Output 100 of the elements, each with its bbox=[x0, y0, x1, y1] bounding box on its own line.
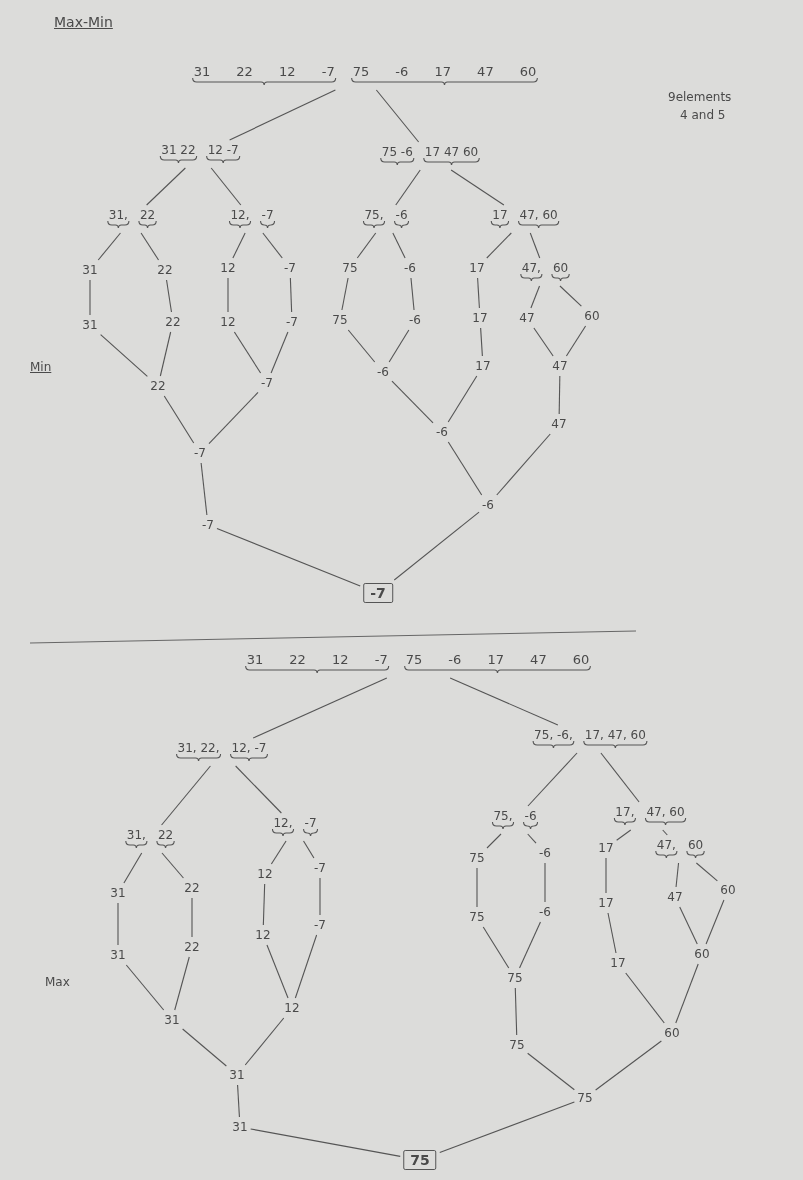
connector-line bbox=[388, 329, 410, 363]
number-label: 17 bbox=[475, 359, 491, 373]
number-label: 75 bbox=[509, 1038, 525, 1052]
connector-line bbox=[605, 857, 607, 894]
connector-line bbox=[123, 852, 143, 884]
connector-line bbox=[476, 867, 478, 908]
number-label: -6 bbox=[539, 905, 551, 919]
connector-line bbox=[482, 926, 510, 969]
number-group: 17, 47, 60 bbox=[582, 728, 648, 742]
handwritten-note: Min bbox=[30, 360, 52, 374]
connector-line bbox=[266, 944, 289, 999]
number-group: 12, -7 bbox=[229, 741, 269, 755]
connector-line bbox=[125, 964, 165, 1011]
connector-line bbox=[391, 380, 434, 424]
number-label: -6 bbox=[436, 425, 448, 439]
connector-line bbox=[262, 232, 283, 259]
number-label: 75 bbox=[469, 851, 485, 865]
connector-line bbox=[182, 1028, 227, 1067]
number-label: 75 bbox=[342, 261, 358, 275]
connector-line bbox=[527, 833, 537, 844]
number-group: 47, 60 bbox=[644, 805, 687, 819]
number-label: 12 bbox=[284, 1001, 300, 1015]
number-label: 17 bbox=[472, 311, 488, 325]
connector-line bbox=[486, 232, 512, 259]
number-group: -7 bbox=[302, 816, 319, 830]
number-label: -7 bbox=[194, 446, 206, 460]
connector-line bbox=[227, 277, 229, 313]
connector-line bbox=[616, 829, 632, 841]
number-label: 47 bbox=[551, 417, 567, 431]
connector-line bbox=[89, 279, 91, 316]
number-label: -6 bbox=[404, 261, 416, 275]
connector-line bbox=[559, 285, 582, 307]
number-group: 75, bbox=[362, 208, 386, 222]
number-label: 22 bbox=[184, 940, 200, 954]
connector-line bbox=[161, 765, 211, 826]
number-label: 22 bbox=[184, 881, 200, 895]
connector-line bbox=[237, 1084, 240, 1118]
result-box: 75 bbox=[403, 1150, 437, 1170]
number-group: 12, bbox=[271, 816, 295, 830]
number-label: 31 bbox=[82, 263, 98, 277]
handwritten-note: Max bbox=[45, 975, 70, 989]
connector-line bbox=[486, 833, 502, 849]
number-label: 75 bbox=[577, 1091, 593, 1105]
number-group: 31, bbox=[106, 208, 130, 222]
number-label: 17 bbox=[598, 841, 614, 855]
connector-line bbox=[514, 987, 518, 1036]
number-group: 47, bbox=[519, 261, 543, 275]
connector-line bbox=[375, 89, 420, 143]
number-group: 75 -6 17 47 60 bbox=[403, 653, 592, 667]
connector-line bbox=[97, 232, 121, 261]
connector-line bbox=[270, 840, 287, 865]
number-label: -7 bbox=[202, 518, 214, 532]
connector-line bbox=[392, 232, 406, 259]
connector-line bbox=[210, 167, 242, 206]
connector-line bbox=[625, 972, 665, 1024]
connector-line bbox=[527, 752, 578, 807]
connector-line bbox=[519, 921, 541, 969]
connector-line bbox=[533, 327, 554, 357]
number-label: -6 bbox=[482, 498, 494, 512]
connector-line bbox=[393, 511, 480, 581]
number-group: 17 47 60 bbox=[422, 145, 481, 159]
number-label: -7 bbox=[261, 376, 273, 390]
connector-line bbox=[100, 334, 148, 377]
title: Max-Min bbox=[54, 14, 113, 30]
number-label: 31 bbox=[164, 1013, 180, 1027]
connector-line bbox=[161, 852, 184, 879]
connector-line bbox=[477, 277, 480, 309]
connector-line bbox=[662, 829, 668, 836]
connector-line bbox=[439, 1101, 575, 1154]
number-label: 12 bbox=[255, 928, 271, 942]
number-group: 47, bbox=[654, 838, 678, 852]
number-label: 31 bbox=[229, 1068, 245, 1082]
connector-line bbox=[159, 331, 172, 377]
connector-line bbox=[208, 391, 259, 445]
number-label: 12 bbox=[220, 261, 236, 275]
handwritten-note: 9elements bbox=[668, 90, 732, 104]
connector-line bbox=[233, 331, 262, 374]
connector-line bbox=[262, 883, 266, 926]
number-label: 31 bbox=[232, 1120, 248, 1134]
number-label: -7 bbox=[314, 861, 326, 875]
connector-line bbox=[303, 840, 315, 859]
connector-line bbox=[447, 375, 478, 423]
number-label: 22 bbox=[165, 315, 181, 329]
number-group: -6 bbox=[393, 208, 410, 222]
connector-line bbox=[166, 279, 172, 313]
connector-line bbox=[140, 232, 160, 261]
connector-line bbox=[595, 1040, 662, 1091]
number-label: 12 bbox=[257, 867, 273, 881]
connector-line bbox=[695, 862, 718, 882]
number-group: 31 22 12 -7 bbox=[244, 653, 390, 667]
number-label: -6 bbox=[377, 365, 389, 379]
number-label: 17 bbox=[610, 956, 626, 970]
connector-line bbox=[607, 912, 617, 954]
number-group: 75, -6, bbox=[532, 728, 575, 742]
number-group: 75, bbox=[491, 809, 515, 823]
handwritten-note: 4 and 5 bbox=[680, 108, 726, 122]
number-label: -7 bbox=[286, 315, 298, 329]
connector-line bbox=[527, 1052, 575, 1091]
number-group: 12, bbox=[228, 208, 252, 222]
connector-line bbox=[347, 329, 376, 363]
